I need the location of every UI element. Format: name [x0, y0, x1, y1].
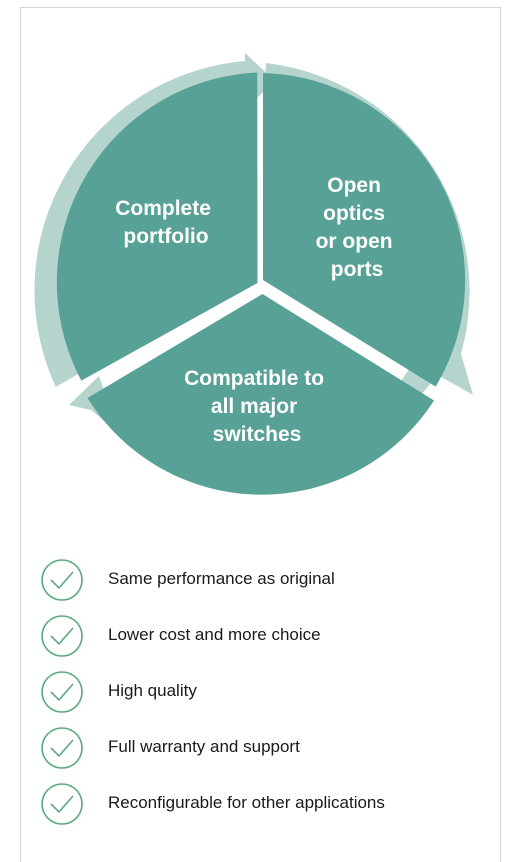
benefit-item: Lower cost and more choice — [21, 614, 502, 658]
benefit-item: High quality — [21, 670, 502, 714]
benefit-text: High quality — [108, 681, 197, 700]
check-circle-icon — [41, 671, 83, 713]
cycle-diagram: Complete portfolio Open optics or open p… — [34, 53, 473, 495]
segment-label-complete-portfolio: Complete portfolio — [115, 197, 217, 248]
segment-label-compatible: Compatible to all major switches — [184, 367, 330, 446]
benefit-text: Same performance as original — [108, 569, 335, 588]
content-card: Complete portfolio Open optics or open p… — [20, 7, 501, 862]
benefit-item: Full warranty and support — [21, 726, 502, 770]
check-circle-icon — [41, 727, 83, 769]
segment-open-optics — [263, 73, 466, 387]
check-circle-icon — [41, 615, 83, 657]
benefit-item: Same performance as original — [21, 558, 502, 602]
benefit-text: Full warranty and support — [108, 737, 300, 756]
segment-complete-portfolio — [56, 72, 258, 381]
benefit-item: Reconfigurable for other applications — [21, 782, 502, 826]
check-circle-icon — [41, 559, 83, 601]
benefit-text: Lower cost and more choice — [108, 625, 321, 644]
benefit-text: Reconfigurable for other applications — [108, 793, 385, 812]
segment-label-open-optics: Open optics or open ports — [316, 174, 399, 281]
segment-compatible — [87, 294, 434, 495]
check-circle-icon — [41, 783, 83, 825]
